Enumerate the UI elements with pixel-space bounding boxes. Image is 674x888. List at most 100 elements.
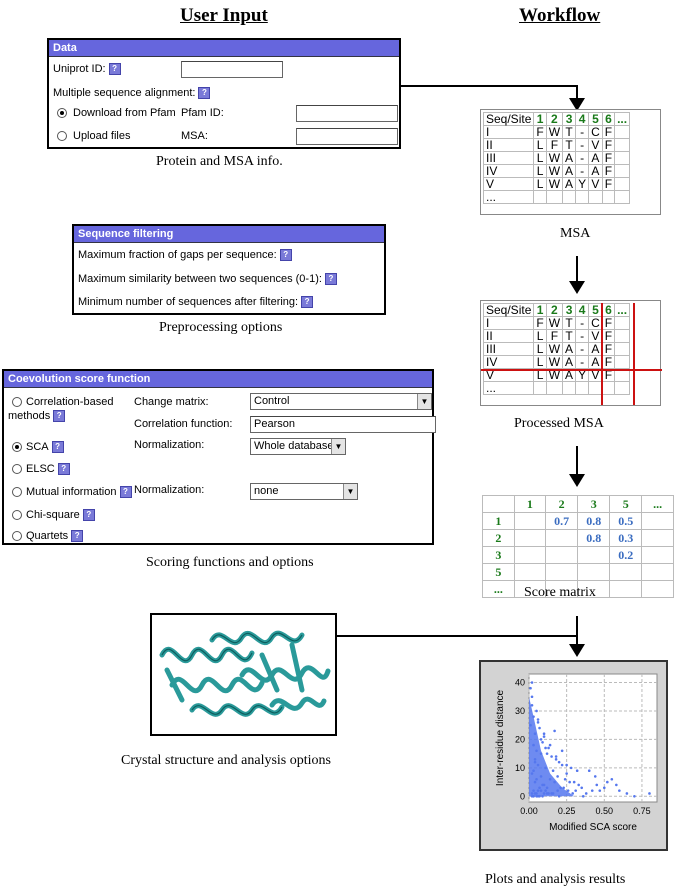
msa-cell: - [575, 164, 590, 178]
msa-header-cell: ... [614, 112, 631, 126]
score-cell: 0.8 [577, 512, 611, 530]
help-icon[interactable]: ? [53, 410, 66, 423]
scatter-point [606, 780, 609, 784]
y-axis-label: Inter-residue distance [495, 689, 506, 786]
elsc-label: ELSC? [26, 463, 70, 476]
scatter-point [557, 760, 561, 764]
corr-function-input[interactable]: Pearson [250, 416, 436, 433]
msa-cell: - [575, 355, 590, 369]
point-cluster [529, 696, 575, 797]
help-icon[interactable]: ? [301, 296, 314, 309]
scoring-caption: Scoring functions and options [146, 555, 314, 570]
scatter-point [648, 792, 651, 795]
msa-cell: ... [482, 190, 535, 204]
correlation-radio[interactable] [12, 397, 22, 407]
mi-normalization-select[interactable]: none▼ [250, 483, 358, 500]
msa-cell: V [482, 177, 535, 191]
mi-radio[interactable] [12, 487, 22, 497]
scatter-point [553, 729, 556, 733]
scatter-point [544, 789, 547, 792]
chevron-down-icon: ▼ [417, 394, 431, 409]
score-cell: ... [482, 580, 515, 598]
msa-header-cell: 4 [575, 112, 590, 126]
scatter-point [584, 792, 588, 795]
score-cell [513, 546, 547, 564]
scatter-point [544, 766, 547, 770]
sca-radio[interactable] [12, 442, 22, 452]
scatter-point [615, 783, 618, 787]
scatter-point [553, 780, 556, 784]
help-icon[interactable]: ? [57, 463, 70, 476]
msa-cell [614, 164, 631, 178]
pfam-id-input[interactable] [296, 105, 398, 122]
msa-cell: A [562, 151, 577, 165]
msa-header-cell: Seq/Site [482, 112, 535, 126]
msa-cell: III [482, 151, 535, 165]
help-icon[interactable]: ? [198, 87, 211, 100]
scatter-point [590, 789, 594, 792]
score-cell [513, 512, 547, 530]
change-matrix-select[interactable]: Control▼ [250, 393, 432, 410]
crystal-structure-image [150, 613, 337, 736]
scatter-point [541, 783, 544, 787]
scatter-point [568, 780, 571, 784]
scatter-point [548, 743, 552, 747]
msa-cell [575, 190, 590, 204]
scatter-point [560, 763, 564, 767]
msa-cell: T [562, 138, 577, 152]
msa-cell [614, 190, 631, 204]
msa-cell [562, 190, 577, 204]
scatter-point [575, 769, 579, 773]
help-icon[interactable]: ? [279, 249, 292, 262]
quartets-radio[interactable] [12, 531, 22, 541]
scatter-point [602, 786, 606, 790]
score-cell: 0.8 [577, 529, 611, 547]
help-icon[interactable]: ? [324, 273, 337, 286]
scatter-point [533, 732, 537, 736]
preprocessing-caption: Preprocessing options [159, 320, 283, 335]
sca-normalization-select[interactable]: Whole database▼ [250, 438, 346, 455]
uniprot-input[interactable] [181, 61, 283, 78]
msa-cell [614, 177, 631, 191]
score-cell: 0.3 [609, 529, 643, 547]
download-pfam-radio[interactable] [57, 108, 67, 118]
msa-input[interactable] [296, 128, 398, 145]
msa-cell: W [545, 151, 564, 165]
help-icon[interactable]: ? [82, 509, 95, 522]
msa-cell [533, 190, 547, 204]
help-icon[interactable]: ? [119, 486, 132, 499]
scatter-point [532, 795, 535, 798]
scatter-point [538, 786, 541, 790]
scatter-point [541, 740, 544, 744]
msa-cell: W [545, 177, 564, 191]
score-cell [545, 546, 579, 564]
upload-files-radio[interactable] [57, 131, 67, 141]
help-icon[interactable]: ? [108, 63, 121, 76]
score-cell [641, 563, 674, 581]
help-icon[interactable]: ? [71, 530, 84, 543]
elsc-radio[interactable] [12, 464, 22, 474]
msa-cell: - [575, 138, 590, 152]
coevolution-panel: Coevolution score function Correlation-b… [2, 369, 436, 545]
msa-cell: ... [482, 381, 535, 395]
change-matrix-label: Change matrix: [134, 396, 209, 408]
score-cell [513, 563, 547, 581]
scatter-point [542, 792, 546, 795]
filter-panel: Sequence filtering Maximum fraction of g… [72, 224, 386, 315]
msa-cell: I [482, 125, 535, 139]
score-header-cell: ... [641, 495, 674, 513]
scatter-point [566, 789, 570, 792]
msa-cell [614, 151, 631, 165]
msa-cell: W [545, 125, 564, 139]
msa-cell: F [601, 125, 616, 139]
scatter-point [562, 786, 565, 790]
scatter-point [545, 752, 549, 755]
help-icon[interactable]: ? [51, 441, 64, 454]
scatter-point [536, 763, 540, 767]
scatter-point [563, 777, 567, 781]
chi-square-radio[interactable] [12, 510, 22, 520]
score-cell: 0.7 [545, 512, 579, 530]
